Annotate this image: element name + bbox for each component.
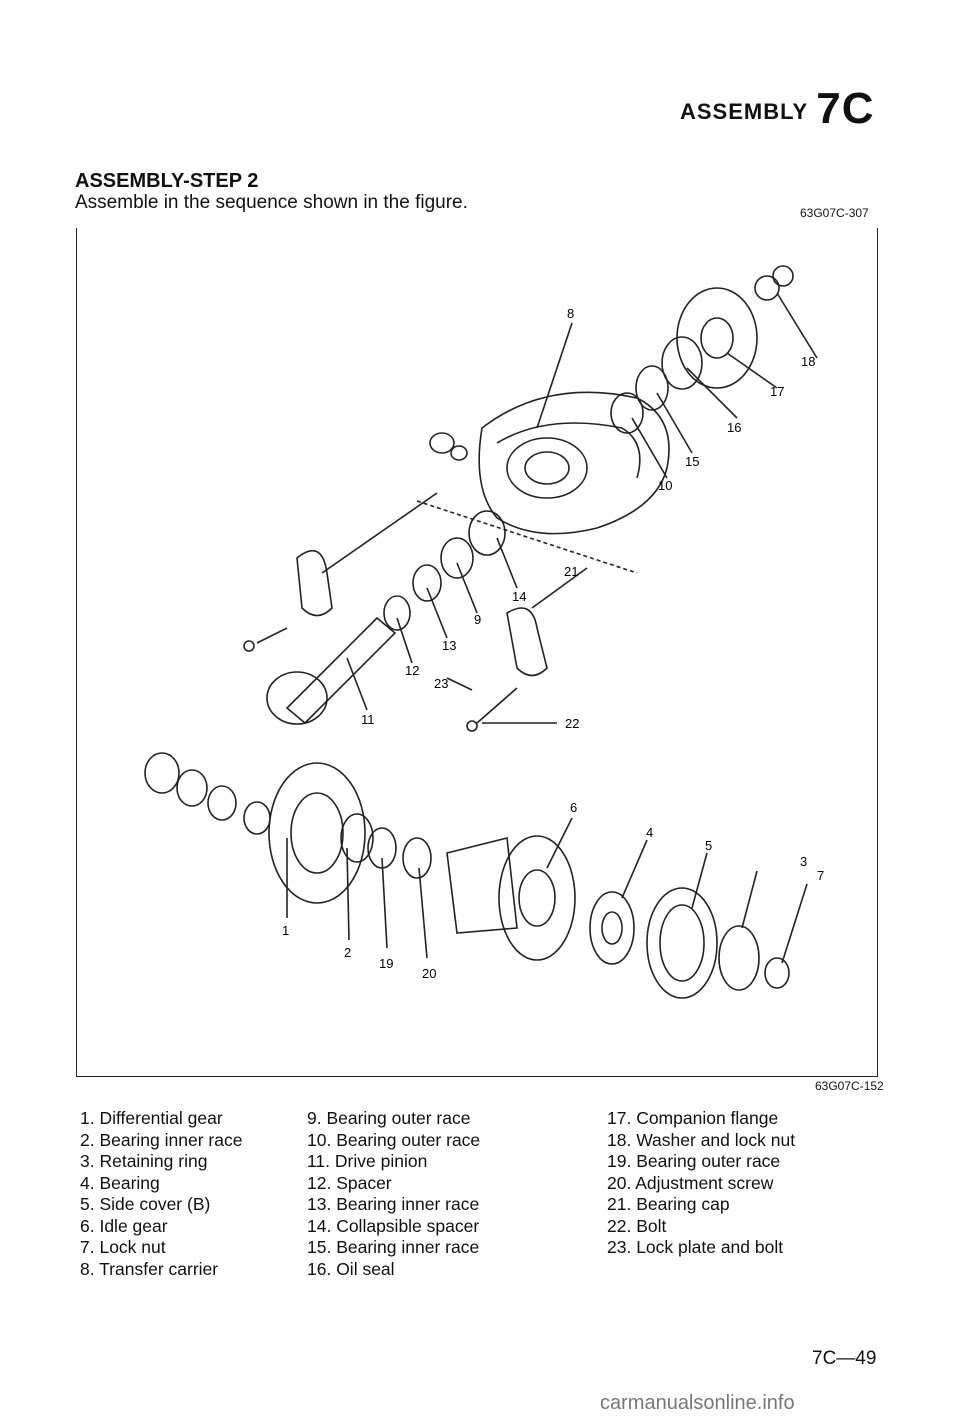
exploded-view-figure: 1 2 3 4 5 6 7 8 9 10 11 12 13 14 15 16 1… <box>76 228 878 1077</box>
callout-16: 16 <box>727 420 741 435</box>
legend-item: 17. Companion flange <box>607 1108 779 1128</box>
legend-column-2: 9. Bearing outer race 10. Bearing outer … <box>307 1108 480 1280</box>
callout-14: 14 <box>512 589 526 604</box>
bearing-shape <box>589 891 635 965</box>
legend-column-1: 1. Differential gear 2. Bearing inner ra… <box>80 1108 242 1280</box>
callout-10: 10 <box>658 478 672 493</box>
legend-item: 3. Retaining ring <box>80 1151 208 1171</box>
figure-ref-bottom: 63G07C-152 <box>815 1079 884 1093</box>
callout-7: 7 <box>817 868 824 883</box>
callout-23: 23 <box>434 676 448 691</box>
legend-item: 7. Lock nut <box>80 1237 166 1257</box>
legend-item: 2. Bearing inner race <box>80 1129 243 1150</box>
legend-item: 14. Collapsible spacer <box>307 1215 480 1236</box>
callout-20: 20 <box>422 966 436 981</box>
bearing-cap-right-shape <box>506 607 548 677</box>
callout-11: 11 <box>361 712 375 727</box>
bearing-cap-left-shape <box>296 549 333 617</box>
callout-4: 4 <box>646 825 653 840</box>
drive-pinion-shape <box>285 616 397 725</box>
callout-13: 13 <box>442 638 456 653</box>
header-title-text: ASSEMBLY <box>680 99 809 124</box>
callout-1: 1 <box>282 923 289 938</box>
legend-item: 12. Spacer <box>307 1172 392 1193</box>
callout-21: 21 <box>564 564 578 579</box>
side-cover-shape <box>646 887 718 999</box>
idle-gear-shape <box>498 835 576 961</box>
differential-gear-shape <box>268 762 366 904</box>
transfer-carrier-shape <box>478 391 670 535</box>
callout-12: 12 <box>405 663 419 678</box>
page-number: 7C—49 <box>812 1348 877 1369</box>
legend-item: 19. Bearing outer race <box>607 1151 781 1171</box>
legend-item: 9. Bearing outer race <box>307 1108 471 1128</box>
callout-5: 5 <box>705 838 712 853</box>
callout-6: 6 <box>570 800 577 815</box>
legend-item: 15. Bearing inner race <box>307 1237 480 1257</box>
legend-item: 20. Adjustment screw <box>607 1172 774 1193</box>
callout-2: 2 <box>344 945 351 960</box>
legend-item: 1. Differential gear <box>80 1108 223 1128</box>
legend-item: 23. Lock plate and bolt <box>607 1237 784 1257</box>
callout-15: 15 <box>685 454 699 469</box>
section-code: 7C <box>816 84 875 133</box>
legend-column-3: 17. Companion flange 18. Washer and lock… <box>607 1108 795 1259</box>
callout-19: 19 <box>379 956 393 971</box>
header-title: ASSEMBLY 7C <box>680 80 875 133</box>
legend-item: 10. Bearing outer race <box>307 1129 481 1150</box>
legend-item: 6. Idle gear <box>80 1215 168 1236</box>
exploded-view-drawing: 1 2 3 4 5 6 7 8 9 10 11 12 13 14 15 16 1… <box>144 265 824 999</box>
legend-item: 5. Side cover (B) <box>80 1194 211 1214</box>
legend-item: 16. Oil seal <box>307 1258 395 1279</box>
legend-item: 13. Bearing inner race <box>307 1194 480 1214</box>
legend-item: 21. Bearing cap <box>607 1194 730 1214</box>
figure-ref-top: 63G07C-307 <box>800 206 869 220</box>
legend-item: 8. Transfer carrier <box>80 1258 219 1279</box>
watermark-link[interactable]: carmanualsonline.info <box>600 1392 795 1414</box>
callout-labels: 1 2 3 4 5 6 7 8 9 10 11 12 13 14 15 16 1… <box>282 306 824 981</box>
legend-item: 4. Bearing <box>80 1172 160 1193</box>
callout-22: 22 <box>565 716 579 731</box>
legend-item: 22. Bolt <box>607 1215 667 1236</box>
step-instruction: Assemble in the sequence shown in the fi… <box>75 192 468 213</box>
callout-17: 17 <box>770 384 784 399</box>
legend-item: 18. Washer and lock nut <box>607 1129 796 1150</box>
legend-item: 11. Drive pinion <box>307 1151 428 1171</box>
callout-3: 3 <box>800 854 807 869</box>
callout-9: 9 <box>474 612 481 627</box>
callout-8: 8 <box>567 306 574 321</box>
plug-shape <box>429 432 455 454</box>
step-heading: ASSEMBLY-STEP 2 <box>75 170 259 192</box>
callout-18: 18 <box>801 354 815 369</box>
